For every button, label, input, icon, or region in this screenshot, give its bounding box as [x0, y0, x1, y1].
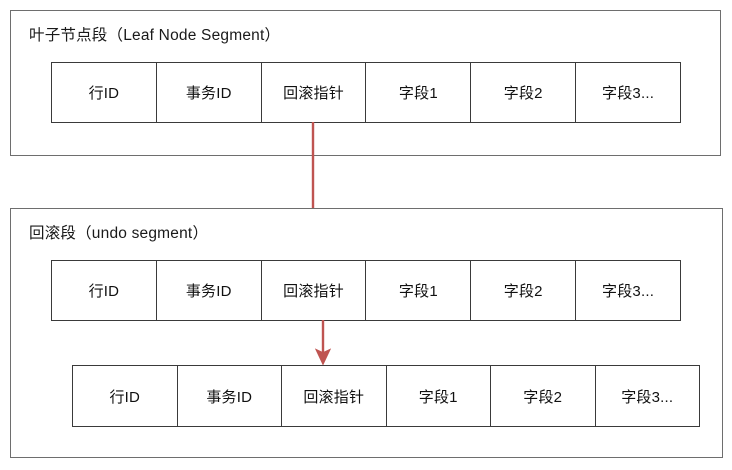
cell-field-3-more: 字段3...	[602, 283, 655, 300]
undo-record-row-1-table: 行ID 事务ID 回滚指针 字段1 字段2 字段3...	[51, 260, 681, 321]
cell-rollback-pointer: 回滚指针	[262, 63, 367, 122]
rollback-pointer-arrow-2	[314, 320, 332, 366]
cell-field-2: 字段2	[471, 261, 577, 320]
cell-transaction-id: 事务ID	[178, 366, 282, 426]
cell-field-1: 字段1	[366, 63, 472, 122]
cell-rollback-pointer: 回滚指针	[262, 261, 367, 320]
cell-field-3-more: 字段3...	[621, 388, 674, 406]
cell-rollback-pointer: 回滚指针	[282, 366, 387, 426]
leaf-node-segment-title: 叶子节点段（Leaf Node Segment）	[29, 27, 281, 44]
cell-row-id: 行ID	[52, 63, 157, 122]
cell-field-1: 字段1	[366, 261, 472, 320]
undo-record-row-2-table: 行ID 事务ID 回滚指针 字段1 字段2 字段3...	[72, 365, 700, 427]
cell-row-id: 行ID	[73, 366, 178, 426]
cell-transaction-id: 事务ID	[157, 63, 262, 122]
cell-field-2: 字段2	[471, 63, 577, 122]
cell-field-3-more: 字段3...	[602, 85, 655, 102]
cell-transaction-id: 事务ID	[157, 261, 262, 320]
leaf-record-row-table: 行ID 事务ID 回滚指针 字段1 字段2 字段3...	[51, 62, 681, 123]
undo-segment-title: 回滚段（undo segment）	[29, 225, 209, 242]
cell-field-1: 字段1	[387, 366, 491, 426]
cell-row-id: 行ID	[52, 261, 157, 320]
cell-field-2: 字段2	[491, 366, 596, 426]
